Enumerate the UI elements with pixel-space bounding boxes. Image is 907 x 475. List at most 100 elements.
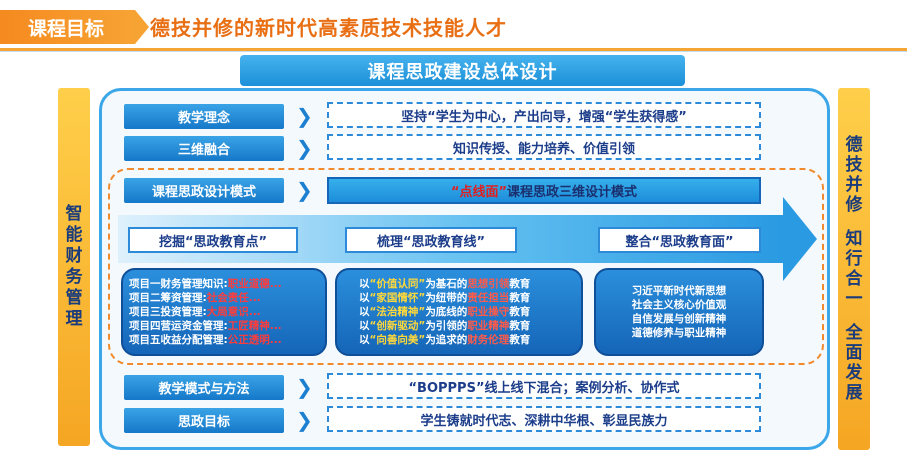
line-mid: 为纽带的 [425, 292, 468, 304]
step-point: 挖掘“思政教育点” [128, 227, 298, 253]
step-surface: 整合“思政教育面” [598, 227, 761, 253]
line-post: 教育 [509, 278, 531, 290]
chevron-right-icon: ❯ [296, 178, 313, 202]
points-box: 项目一财务管理知识:职业道德... 项目二筹资管理:社会责任... 项目三投资管… [121, 268, 327, 356]
list-item: 习近平新时代新思想 [631, 285, 727, 297]
surface-box: 习近平新时代新思想 社会主义核心价值观 自信发展与创新精神 道德修养与职业精神 [594, 268, 764, 356]
mode-label: 课程思政设计模式 [124, 178, 284, 203]
left-side-bar: 智 能 财 务 管 理 [58, 88, 90, 446]
list-item: 以“家国情怀”为纽带的责任担当教育 [359, 291, 575, 305]
chevron-right-icon: ❯ [296, 136, 313, 160]
line-key: “创新驱动” [369, 320, 426, 332]
right-side-text: 德 技 并 修 知 行 合 一 全 面 发 展 [846, 135, 863, 403]
line-target: 财务伦理 [467, 334, 510, 346]
header-subtitle: 德技并修的新时代高素质技术技能人才 [150, 16, 507, 40]
right-char: 合 [845, 269, 863, 289]
point-item: 项目五收益分配管理: [129, 334, 228, 346]
fusion-content: 知识传授、能力培养、价值引领 [327, 134, 761, 160]
right-char: 行 [845, 249, 863, 269]
point-value: 工匠精神... [227, 320, 282, 332]
line-target: 职业精神 [467, 320, 510, 332]
fusion-label: 三维融合 [124, 136, 284, 161]
chevron-right-icon: ❯ [296, 104, 313, 128]
point-item: 项目四营运资金管理: [129, 320, 228, 332]
list-item: 社会主义核心价值观 [631, 299, 727, 311]
line-post: 教育 [509, 334, 531, 346]
point-value: 职业道德... [227, 278, 282, 290]
list-item: 以“创新驱动”为引领的职业精神教育 [359, 319, 575, 333]
right-char: 一 [845, 289, 863, 309]
left-char: 理 [65, 309, 83, 329]
goal-content: 学生铸就时代志、深耕中华根、彰显民族力 [327, 406, 761, 432]
list-item: 以“法治精神”为底线的职业操守教育 [359, 305, 575, 319]
mode-content-text: 课程思政三维设计模式 [507, 185, 638, 200]
left-char: 管 [65, 288, 83, 308]
step-line: 梳理“思政教育线” [345, 227, 517, 253]
point-value: 公正透明... [227, 334, 282, 346]
list-item: 项目一财务管理知识:职业道德... [129, 277, 319, 291]
left-side-text: 智 能 财 务 管 理 [66, 204, 83, 330]
point-value: 大局意识... [206, 306, 261, 318]
line-key: “价值认同” [369, 278, 426, 290]
right-char: 全 [845, 323, 863, 343]
right-spacer [846, 215, 863, 229]
concept-content: 坚持“学生为中心，产出向导，增强“学生获得感” [327, 102, 761, 128]
point-item: 项目二筹资管理: [129, 292, 207, 304]
goal-label: 思政目标 [124, 408, 284, 433]
design-mode-region [108, 168, 824, 365]
left-char: 能 [65, 225, 83, 245]
line-target: 思想引领 [467, 278, 510, 290]
right-side-bar: 德 技 并 修 知 行 合 一 全 面 发 展 [838, 88, 870, 450]
line-target: 职业操守 [467, 306, 510, 318]
list-item: 项目二筹资管理:社会责任... [129, 291, 319, 305]
left-char: 财 [65, 246, 83, 266]
right-char: 面 [845, 343, 863, 363]
list-item: 道德修养与职业精神 [631, 327, 727, 339]
line-pre: 以 [359, 334, 370, 346]
point-item: 项目一财务管理知识: [129, 278, 228, 290]
list-item: 项目五收益分配管理:公正透明... [129, 333, 319, 347]
line-post: 教育 [509, 292, 531, 304]
line-mid: 为追求的 [425, 334, 468, 346]
flow-arrow-head [783, 197, 817, 281]
header-tab: 课程目标 [0, 10, 135, 44]
right-char: 修 [845, 195, 863, 215]
line-pre: 以 [359, 320, 370, 332]
concept-label: 教学理念 [124, 104, 284, 129]
chevron-right-icon: ❯ [296, 375, 313, 399]
mode-content-highlight: “点线面” [450, 185, 508, 200]
chevron-right-icon: ❯ [296, 408, 313, 432]
mode-content: “点线面” 课程思政三维设计模式 [327, 177, 761, 204]
line-key: “向善向美” [369, 334, 426, 346]
line-post: 教育 [509, 320, 531, 332]
line-pre: 以 [359, 292, 370, 304]
list-item: 以“价值认同”为基石的思想引领教育 [359, 277, 575, 291]
header-divider [0, 48, 907, 51]
point-value: 社会责任... [206, 292, 261, 304]
left-char: 智 [65, 204, 83, 224]
method-content: “BOPPPS”线上线下混合；案例分析、协作式 [327, 373, 761, 399]
right-char: 知 [845, 229, 863, 249]
diagram-title: 课程思政建设总体设计 [240, 55, 685, 86]
header-divider-thin [0, 51, 907, 52]
method-label: 教学模式与方法 [124, 375, 284, 400]
line-mid: 为基石的 [425, 278, 468, 290]
line-post: 教育 [509, 306, 531, 318]
line-key: “法治精神” [369, 306, 426, 318]
right-char: 德 [845, 135, 863, 155]
list-item: 自信发展与创新精神 [631, 313, 727, 325]
line-mid: 为引领的 [425, 320, 468, 332]
right-spacer [846, 309, 863, 323]
line-mid: 为底线的 [425, 306, 468, 318]
line-pre: 以 [359, 278, 370, 290]
line-target: 责任担当 [467, 292, 510, 304]
right-char: 并 [845, 175, 863, 195]
point-item: 项目三投资管理: [129, 306, 207, 318]
right-char: 展 [845, 383, 863, 403]
line-key: “家国情怀” [369, 292, 426, 304]
right-char: 发 [845, 363, 863, 383]
list-item: 以“向善向美”为追求的财务伦理教育 [359, 333, 575, 347]
lines-box: 以“价值认同”为基石的思想引领教育 以“家国情怀”为纽带的责任担当教育 以“法治… [335, 268, 583, 356]
header-tab-arrow [135, 10, 149, 44]
right-char: 技 [845, 155, 863, 175]
